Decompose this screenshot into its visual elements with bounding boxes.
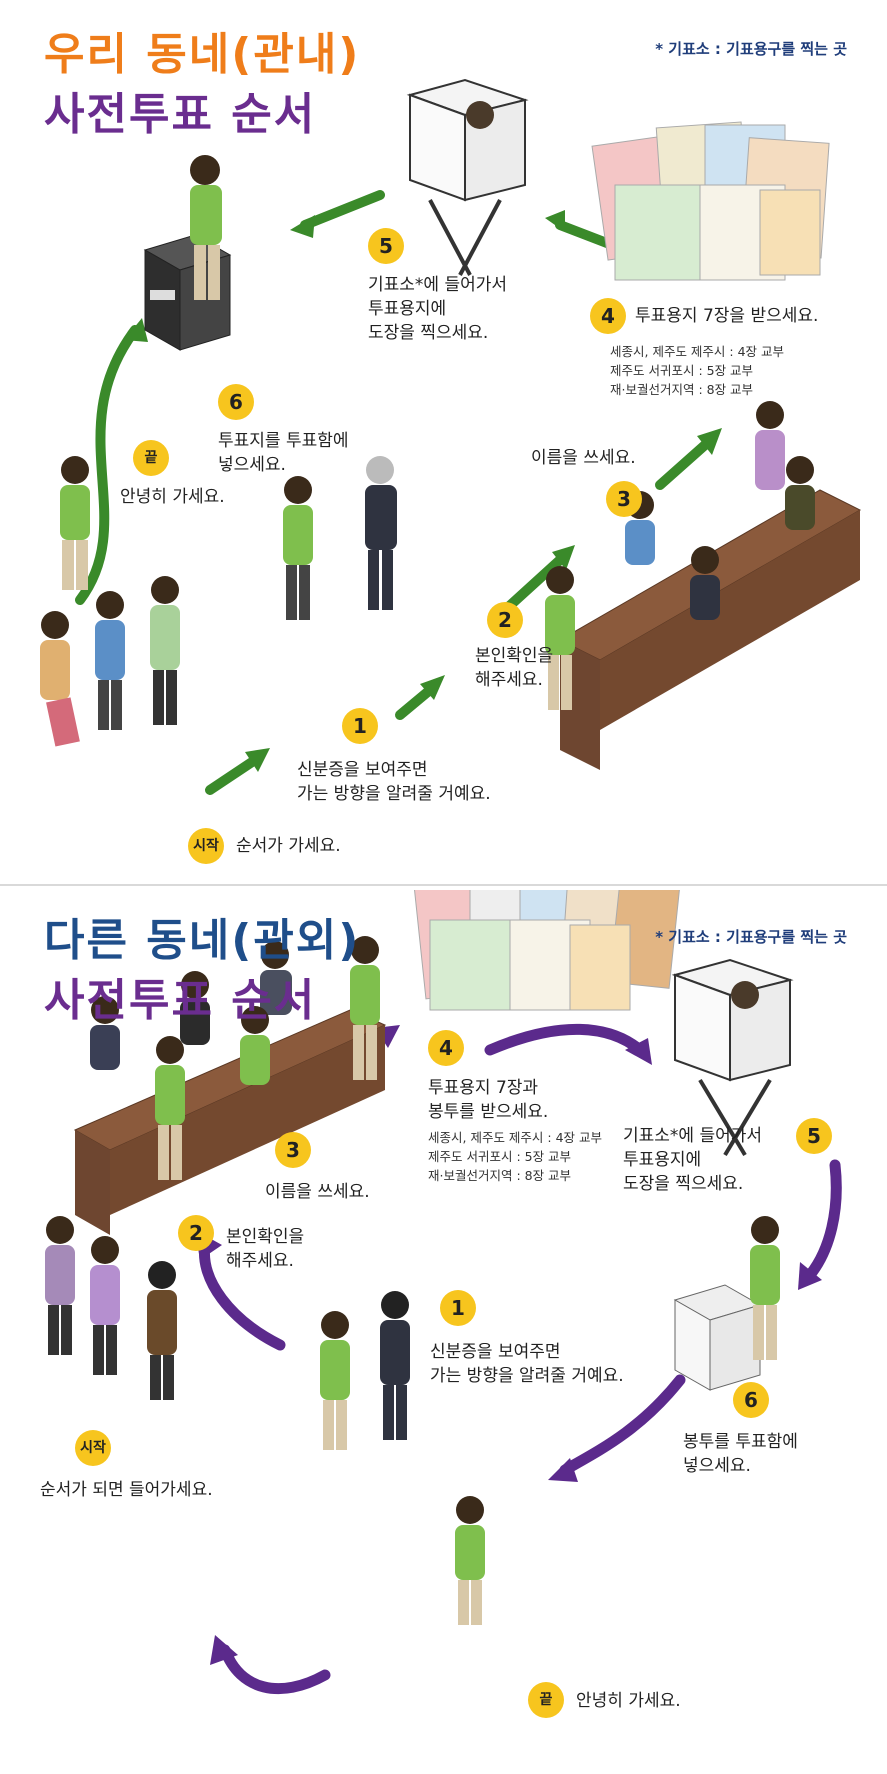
step-4-number: 4 bbox=[590, 298, 626, 334]
step-2-number: 2 bbox=[178, 1215, 214, 1251]
step-6-text: 투표지를 투표함에 넣으세요. bbox=[218, 431, 349, 475]
step-1-number: 1 bbox=[440, 1290, 476, 1326]
title-line1: 다른 동네(관외) bbox=[44, 915, 361, 966]
step-6-number: 6 bbox=[218, 384, 254, 420]
step-4-detail: 세종시, 제주도 제주시 : 4장 교부 제주도 서귀포시 : 5장 교부 재·… bbox=[428, 1130, 603, 1183]
start-text: 순서가 가세요. bbox=[236, 836, 341, 856]
booth-note: * 기표소 : 기표용구를 찍는 곳 bbox=[655, 928, 847, 946]
title-line1: 우리 동네(관내) bbox=[44, 29, 361, 80]
ballot-papers bbox=[591, 121, 830, 281]
step-5-number: 5 bbox=[368, 228, 404, 264]
step-5-text: 기표소*에 들어가서 투표용지에 도장을 찍으세요. bbox=[623, 1126, 763, 1194]
ballot-papers bbox=[413, 890, 681, 1011]
step-2-number: 2 bbox=[487, 602, 523, 638]
step-1-text: 신분증을 보여주면 가는 방향을 알려줄 거예요. bbox=[430, 1342, 624, 1386]
step-3-number: 3 bbox=[275, 1132, 311, 1168]
start-badge: 시작 bbox=[188, 828, 224, 864]
end-badge: 끝 bbox=[133, 440, 169, 476]
step-1-text: 신분증을 보여주면 가는 방향을 알려줄 거예요. bbox=[297, 760, 491, 804]
booth-note: * 기표소 : 기표용구를 찍는 곳 bbox=[655, 40, 847, 58]
section-out-of-district: 다른 동네(관외) 사전투표 순서 * 기표소 : 기표용구를 찍는 곳 4 투… bbox=[0, 890, 887, 1774]
end-text: 안녕히 가세요. bbox=[120, 487, 225, 507]
registration-desk bbox=[558, 489, 862, 770]
step-2-text: 본인확인을 해주세요. bbox=[475, 646, 554, 690]
end-badge: 끝 bbox=[528, 1682, 564, 1718]
people bbox=[45, 936, 780, 1625]
voting-booth bbox=[671, 958, 794, 1157]
step-3-text: 이름을 쓰세요. bbox=[265, 1182, 370, 1202]
illustration-in-district bbox=[40, 78, 862, 795]
step-5-text: 기표소*에 들어가서 투표용지에 도장을 찍으세요. bbox=[368, 275, 508, 343]
voting-booth bbox=[406, 78, 529, 276]
step-4-text: 투표용지 7장과 봉투를 받으세요. bbox=[428, 1078, 549, 1122]
step-4-text: 투표용지 7장을 받으세요. bbox=[635, 306, 819, 326]
step-1-number: 1 bbox=[342, 708, 378, 744]
start-text: 순서가 되면 들어가세요. bbox=[40, 1480, 213, 1500]
step-4-number: 4 bbox=[428, 1030, 464, 1066]
illustration-out-of-district bbox=[45, 890, 842, 1695]
end-text: 안녕히 가세요. bbox=[576, 1691, 681, 1711]
step-3-text: 이름을 쓰세요. bbox=[531, 448, 636, 468]
step-6-text: 봉투를 투표함에 넣으세요. bbox=[683, 1432, 798, 1476]
section-divider bbox=[0, 884, 887, 886]
step-2-text: 본인확인을 해주세요. bbox=[226, 1227, 305, 1271]
section-in-district: 우리 동네(관내) 사전투표 순서 * 기표소 : 기표용구를 찍는 곳 5 기… bbox=[0, 0, 887, 884]
start-badge: 시작 bbox=[75, 1430, 111, 1466]
step-3-number: 3 bbox=[606, 481, 642, 517]
step-4-detail: 세종시, 제주도 제주시 : 4장 교부 제주도 서귀포시 : 5장 교부 재·… bbox=[610, 344, 785, 397]
step-5-number: 5 bbox=[796, 1118, 832, 1154]
title-line2: 사전투표 순서 bbox=[44, 975, 317, 1026]
step-6-number: 6 bbox=[733, 1382, 769, 1418]
title-line2: 사전투표 순서 bbox=[44, 89, 317, 140]
